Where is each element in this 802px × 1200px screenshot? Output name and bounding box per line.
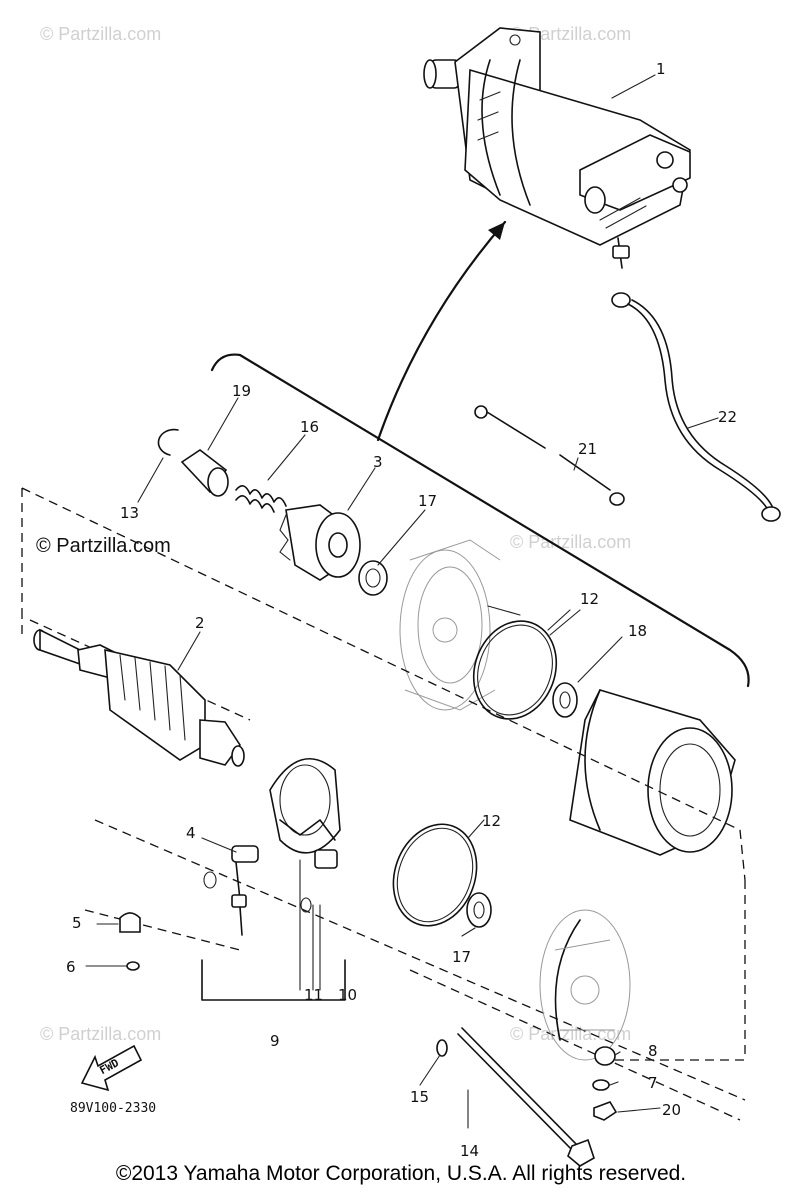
callout-2: 2 xyxy=(195,614,205,632)
callout-8: 8 xyxy=(648,1042,658,1060)
watermark: © Partzilla.com xyxy=(40,1024,161,1044)
arrow-head xyxy=(488,222,505,240)
front-cover xyxy=(399,539,501,711)
callout-17b: 17 xyxy=(452,948,471,966)
callout-10: 10 xyxy=(338,986,357,1004)
washer-6 xyxy=(126,961,140,971)
callout-18: 18 xyxy=(628,622,647,640)
o-ring-12a xyxy=(472,620,558,720)
spring-16 xyxy=(235,485,287,513)
callout-11: 11 xyxy=(304,986,323,1004)
cap-5 xyxy=(119,912,141,933)
callout-numbers: 1 2 3 4 5 6 7 8 9 10 11 12 12 13 14 15 1… xyxy=(66,60,737,1160)
washer-7 xyxy=(592,1079,610,1091)
callout-12b: 12 xyxy=(482,812,501,830)
bracket-9 xyxy=(201,959,346,1001)
washer-18 xyxy=(552,682,578,718)
circlip-13 xyxy=(157,428,179,456)
starter-motor-assembly xyxy=(423,27,691,269)
callout-6: 6 xyxy=(66,958,76,976)
callout-21: 21 xyxy=(578,440,597,458)
callout-1: 1 xyxy=(656,60,666,78)
callout-13: 13 xyxy=(120,504,139,522)
watermark: © Partzilla.com xyxy=(510,1024,631,1044)
yoke xyxy=(569,689,736,856)
callout-19: 19 xyxy=(232,382,251,400)
leader-lines xyxy=(85,74,719,1129)
washer-17b xyxy=(466,892,492,928)
armature-2 xyxy=(33,628,245,767)
callout-9: 9 xyxy=(270,1032,280,1050)
callout-15: 15 xyxy=(410,1088,429,1106)
callout-3: 3 xyxy=(373,453,383,471)
rear-cover xyxy=(539,909,631,1061)
cap-8 xyxy=(594,1046,616,1066)
collar-19 xyxy=(180,449,229,497)
callout-14: 14 xyxy=(460,1142,479,1160)
copyright-notice: ©2013 Yamaha Motor Corporation, U.S.A. A… xyxy=(115,1162,687,1185)
brush-4 xyxy=(231,845,259,936)
diagram-number: 89V100-2330 xyxy=(70,1101,156,1116)
clutch-pinion-3 xyxy=(279,504,361,581)
group-bracket xyxy=(210,353,750,688)
lead-wire-22 xyxy=(611,292,781,522)
callout-16: 16 xyxy=(300,418,319,436)
assembly-arrow xyxy=(376,220,507,442)
watermark-main: © Partzilla.com xyxy=(36,535,171,557)
callout-17a: 17 xyxy=(418,492,437,510)
dashed-assembly-outline xyxy=(21,487,746,1061)
watermark: © Partzilla.com xyxy=(510,532,631,552)
fwd-indicator: FWD xyxy=(80,1044,143,1092)
washer-15 xyxy=(436,1039,448,1057)
watermark: © Partzilla.com xyxy=(40,24,161,44)
washer-17a xyxy=(358,560,388,596)
callout-22: 22 xyxy=(718,408,737,426)
lead-wire-21 xyxy=(474,405,625,506)
callout-5: 5 xyxy=(72,914,82,932)
brush-holder-plate xyxy=(269,758,341,869)
nut-20 xyxy=(593,1101,618,1121)
o-ring-12b xyxy=(392,823,478,927)
callout-4: 4 xyxy=(186,824,196,842)
through-bolt-14 xyxy=(457,1027,595,1167)
callout-12a: 12 xyxy=(580,590,599,608)
brush-spring xyxy=(203,871,312,913)
callout-7: 7 xyxy=(648,1074,658,1092)
callout-20: 20 xyxy=(662,1101,681,1119)
